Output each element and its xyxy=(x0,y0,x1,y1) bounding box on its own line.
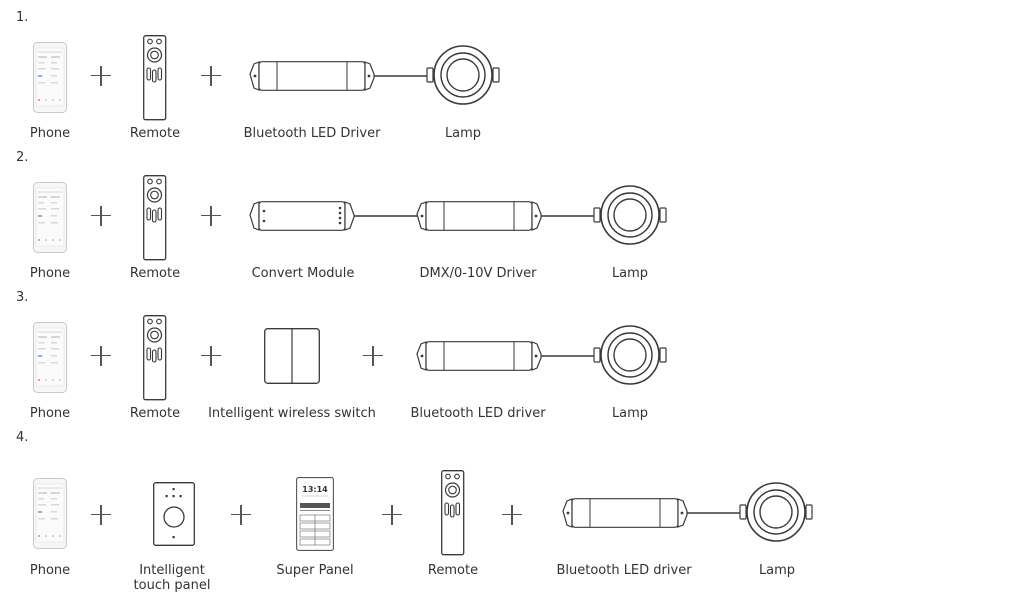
lamp-icon xyxy=(739,482,813,542)
label-led-driver: Bluetooth LED driver xyxy=(410,406,546,421)
label-phone: Phone xyxy=(29,563,71,578)
plus-icon xyxy=(363,346,383,366)
label-phone: Phone xyxy=(29,406,71,421)
plus-icon xyxy=(91,66,111,86)
lamp-icon xyxy=(426,45,500,105)
remote-icon xyxy=(143,175,167,261)
super-panel-icon: 13:14 xyxy=(296,477,334,551)
label-lamp: Lamp xyxy=(611,266,649,281)
phone-icon xyxy=(33,182,67,253)
wireless-switch-icon xyxy=(264,328,320,384)
label-led-driver: Bluetooth LED Driver xyxy=(243,126,381,141)
label-remote: Remote xyxy=(129,406,181,421)
connecting-wire xyxy=(541,355,601,357)
remote-icon xyxy=(441,470,465,556)
connecting-wire xyxy=(687,512,747,514)
row-4-number: 4. xyxy=(16,430,29,445)
lamp-icon xyxy=(593,185,667,245)
label-super-panel: Super Panel xyxy=(276,563,354,578)
label-convert-module: Convert Module xyxy=(251,266,355,281)
phone-icon xyxy=(33,478,67,549)
convert-module-icon xyxy=(249,201,355,231)
plus-icon xyxy=(201,346,221,366)
plus-icon xyxy=(201,66,221,86)
led-driver-icon xyxy=(562,498,688,528)
label-touch-panel: Intelligent touch panel xyxy=(133,563,211,593)
label-lamp: Lamp xyxy=(444,126,482,141)
remote-icon xyxy=(143,35,167,121)
connecting-wire xyxy=(374,75,434,77)
label-remote: Remote xyxy=(427,563,479,578)
label-led-driver: Bluetooth LED driver xyxy=(556,563,692,578)
label-phone: Phone xyxy=(29,126,71,141)
label-dmx-driver: DMX/0-10V Driver xyxy=(419,266,537,281)
lamp-icon xyxy=(593,325,667,385)
phone-icon xyxy=(33,322,67,393)
plus-icon xyxy=(382,505,402,525)
remote-icon xyxy=(143,315,167,401)
row-3-number: 3. xyxy=(16,290,29,305)
led-driver-icon xyxy=(249,61,375,91)
phone-icon xyxy=(33,42,67,113)
plus-icon xyxy=(201,206,221,226)
plus-icon xyxy=(91,206,111,226)
label-phone: Phone xyxy=(29,266,71,281)
label-lamp: Lamp xyxy=(758,563,796,578)
row-2-number: 2. xyxy=(16,150,29,165)
plus-icon xyxy=(91,505,111,525)
label-remote: Remote xyxy=(129,266,181,281)
connecting-wire xyxy=(541,215,601,217)
plus-icon xyxy=(91,346,111,366)
label-wireless-switch: Intelligent wireless switch xyxy=(208,406,376,421)
touch-panel-icon xyxy=(153,482,195,546)
label-remote: Remote xyxy=(129,126,181,141)
row-1-number: 1. xyxy=(16,10,29,25)
plus-icon xyxy=(502,505,522,525)
connecting-wire xyxy=(354,215,420,217)
super-panel-time: 13:14 xyxy=(302,485,328,494)
label-lamp: Lamp xyxy=(611,406,649,421)
dmx-driver-icon xyxy=(416,201,542,231)
led-driver-icon xyxy=(416,341,542,371)
plus-icon xyxy=(231,505,251,525)
